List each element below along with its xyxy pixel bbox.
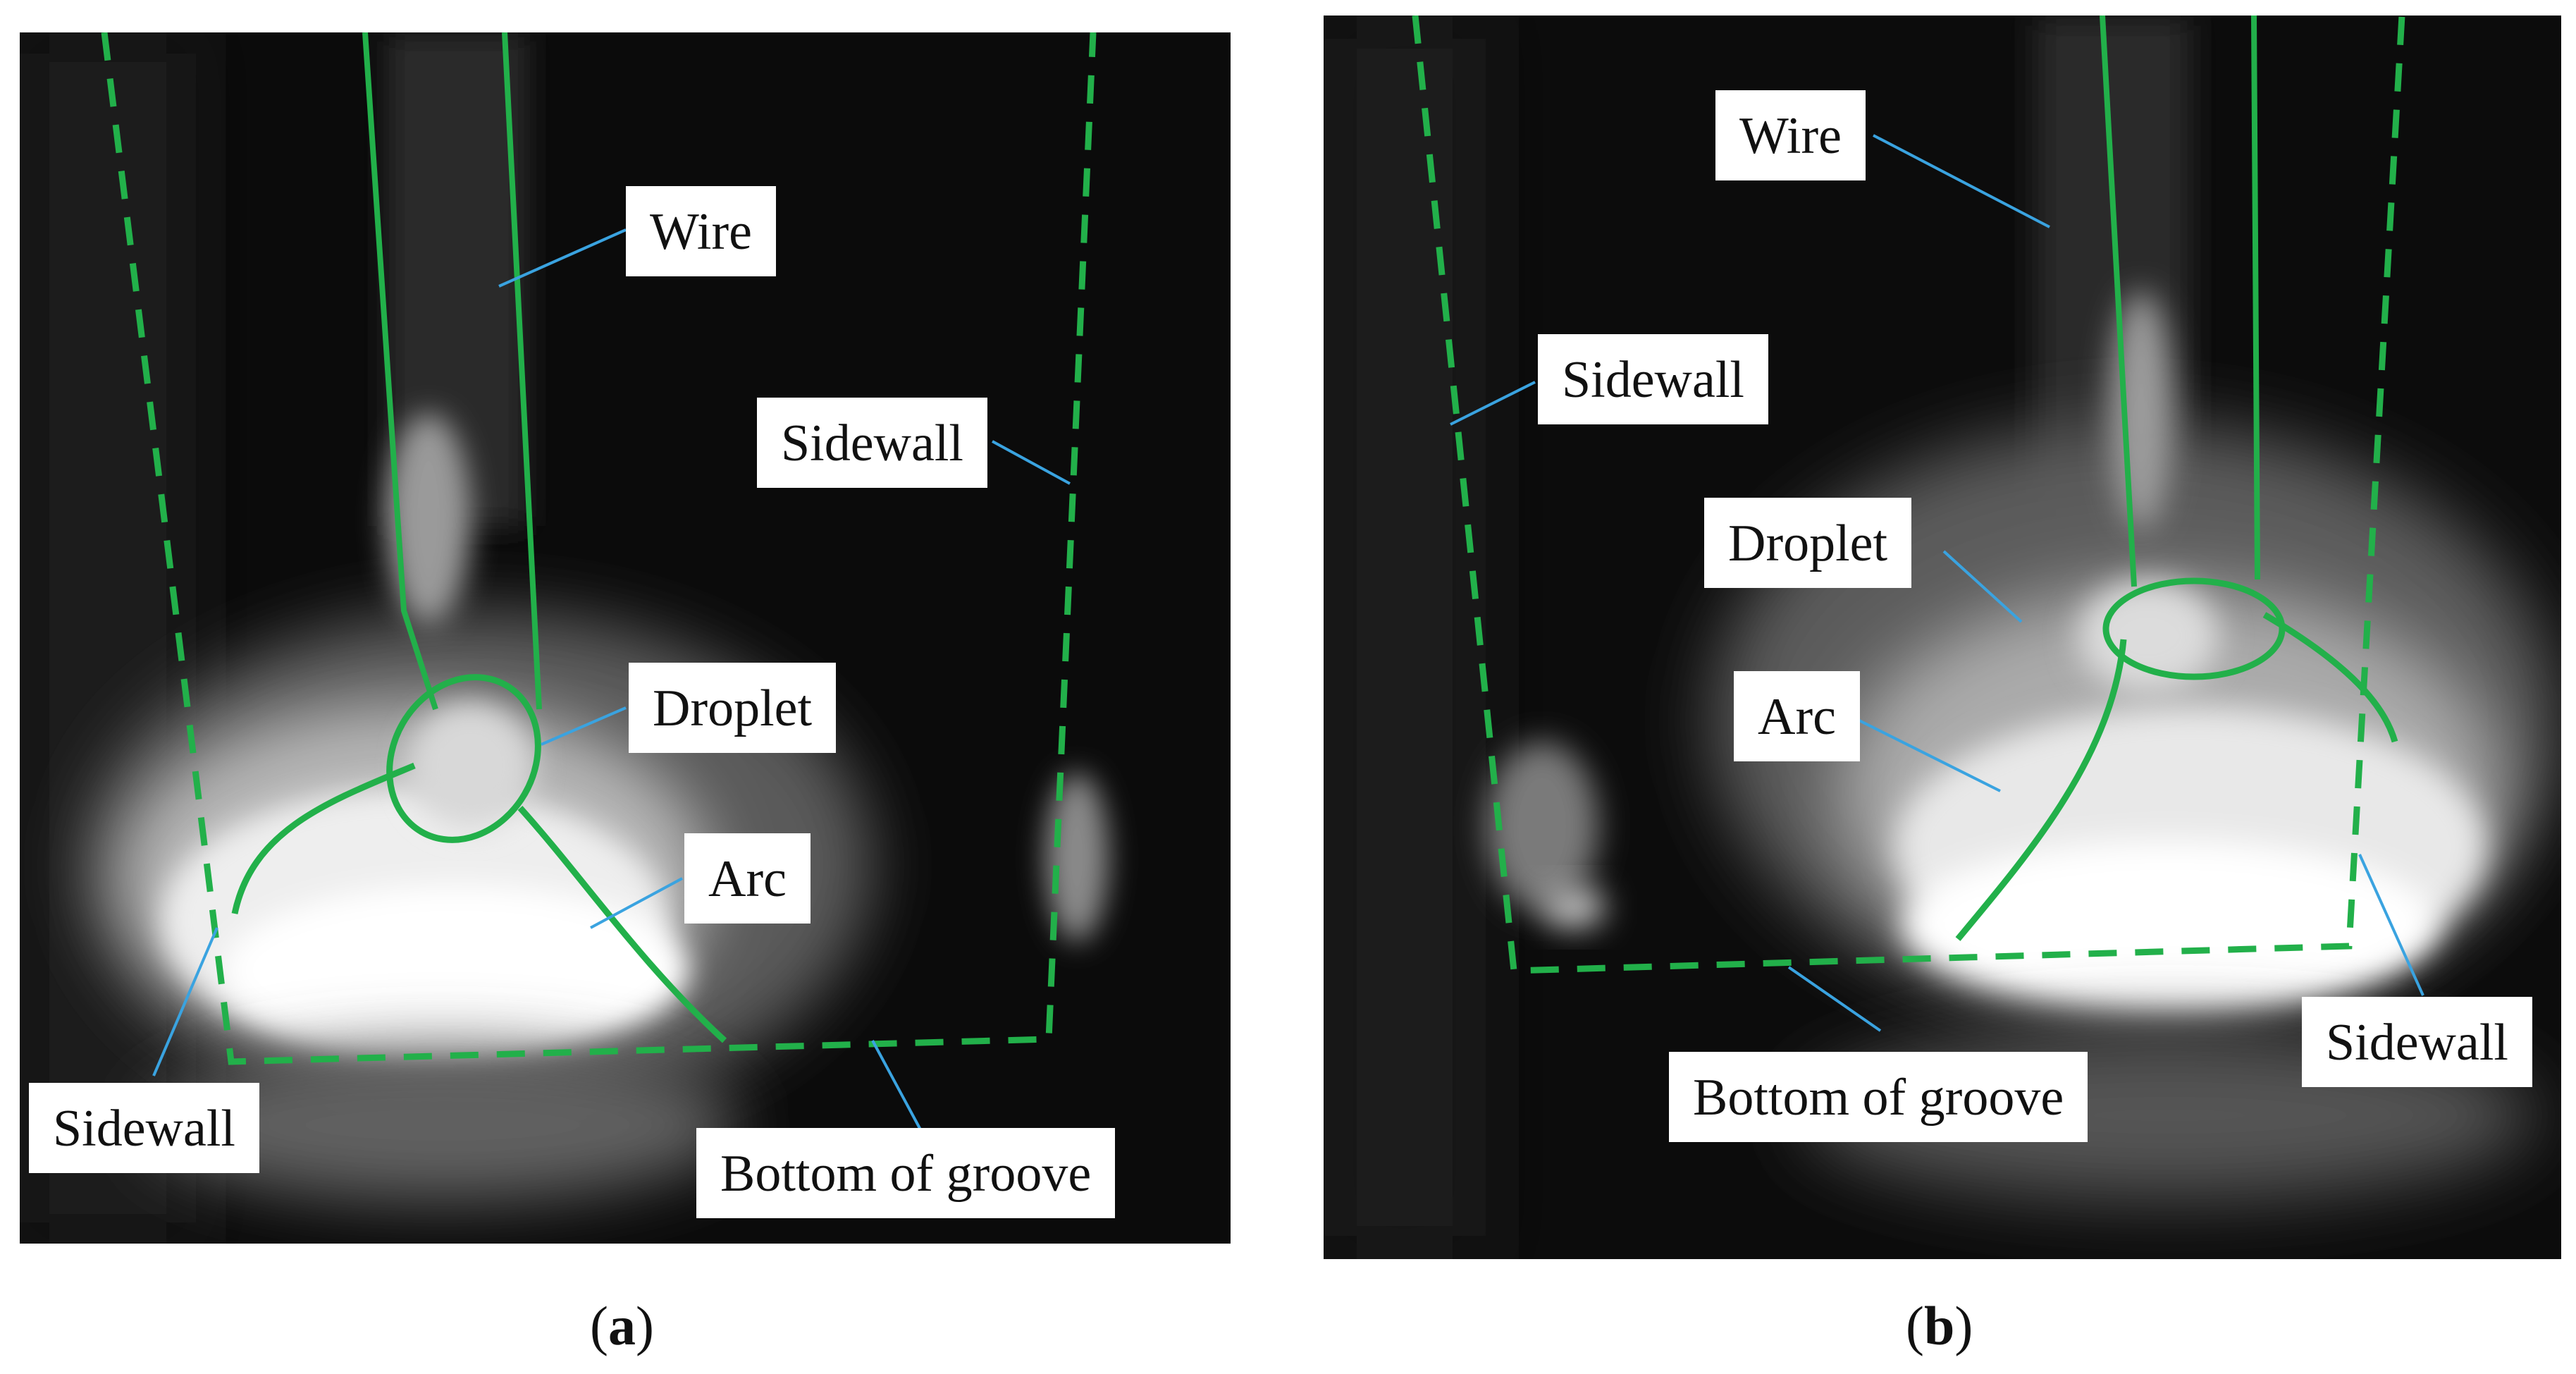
label-wire-b: Wire (1715, 90, 1866, 180)
caption-b-close: ) (1954, 1295, 1973, 1356)
leader-sidewall-right-b (2358, 854, 2424, 996)
leader-arc-b (1856, 718, 2001, 792)
leader-bottom-a (871, 1040, 923, 1133)
leader-wire-a (498, 228, 627, 288)
leader-sidewall-right-a (992, 440, 1071, 485)
arc-outline-a-right (517, 805, 727, 1043)
label-sidewall-right-a: Sidewall (757, 398, 987, 488)
label-wire-a: Wire (626, 186, 776, 276)
caption-b-letter: b (1923, 1295, 1955, 1356)
leader-sidewall-left-a (152, 927, 218, 1076)
label-arc-a: Arc (684, 833, 811, 924)
caption-a-letter: a (608, 1295, 636, 1356)
leader-bottom-b (1787, 966, 1882, 1032)
label-sidewall-left-a: Sidewall (29, 1083, 259, 1173)
groove-outline-a (101, 32, 1097, 1065)
leader-arc-a (590, 877, 683, 929)
arc-outline-b (1955, 639, 2127, 941)
panel-b-photo (1324, 16, 2561, 1259)
wire-outline-a (362, 32, 438, 711)
wire-outline-b (2100, 16, 2137, 587)
panel-b-image: Wire Sidewall Droplet Arc Sidewall Botto… (1324, 16, 2561, 1259)
panel-a-image: Wire Sidewall Droplet Arc Sidewall Botto… (20, 32, 1231, 1244)
wire-outline-a-right (502, 32, 542, 710)
label-sidewall-right-b: Sidewall (2302, 997, 2532, 1087)
leader-droplet-b (1942, 550, 2023, 623)
leader-wire-b (1873, 134, 2050, 228)
label-bottom-a: Bottom of groove (696, 1128, 1116, 1218)
label-sidewall-left-b: Sidewall (1538, 334, 1768, 424)
label-arc-b: Arc (1734, 671, 1860, 761)
caption-a: (a) (590, 1294, 654, 1358)
droplet-outline-a (386, 674, 541, 843)
arc-outline-a (231, 762, 416, 914)
caption-a-close: ) (635, 1295, 654, 1356)
label-droplet-b: Droplet (1704, 498, 1912, 588)
label-droplet-a: Droplet (629, 663, 837, 753)
label-bottom-b: Bottom of groove (1669, 1052, 2088, 1142)
caption-a-open: ( (590, 1295, 608, 1356)
caption-b: (b) (1906, 1294, 1973, 1358)
leader-droplet-a (541, 706, 627, 746)
leader-sidewall-left-b (1450, 381, 1536, 426)
panel-b-annotations (1412, 16, 2424, 1032)
droplet-outline-b (2102, 577, 2286, 680)
wire-outline-b-right (2251, 16, 2260, 580)
caption-b-open: ( (1906, 1295, 1924, 1356)
arc-outline-b-right (2262, 612, 2398, 743)
groove-outline-b (1412, 16, 2405, 974)
panel-a-annotations (101, 32, 1097, 1133)
